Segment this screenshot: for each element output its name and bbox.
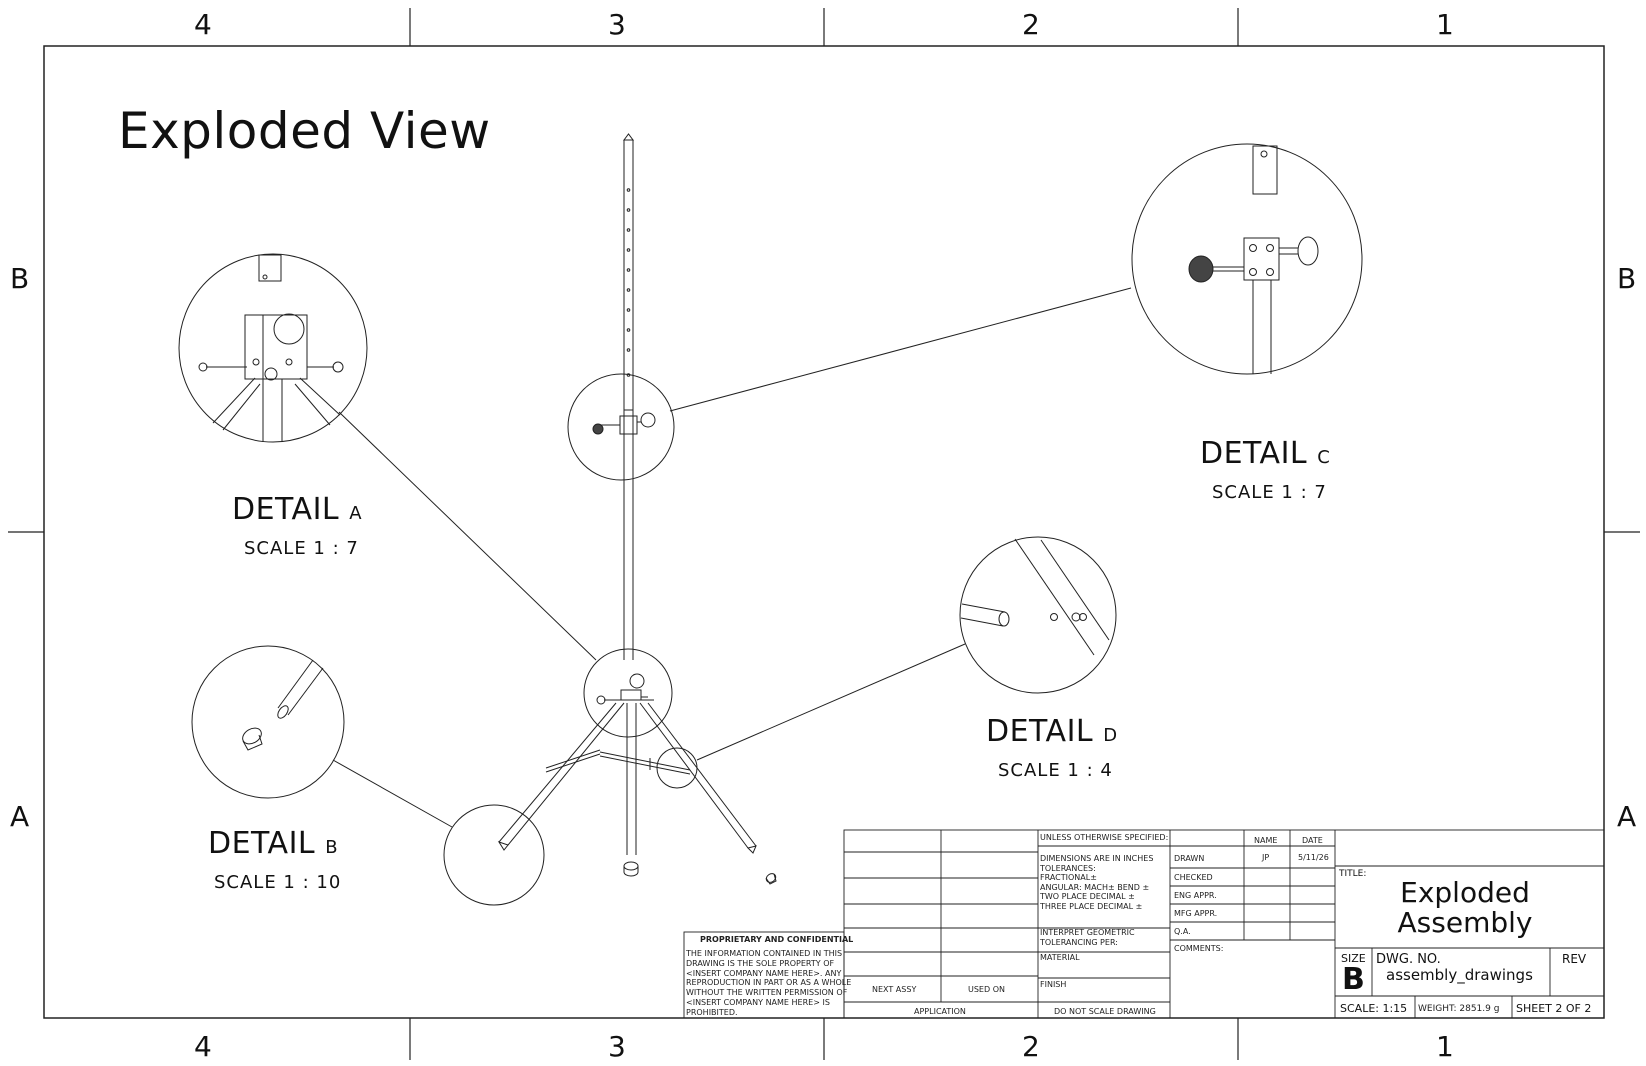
interpret-line: INTERPRET GEOMETRIC	[1040, 928, 1135, 937]
finish-label: FINISH	[1040, 980, 1067, 989]
name-header: NAME	[1254, 836, 1278, 845]
detail-a-letter: A	[349, 503, 363, 524]
sheet-value: SHEET 2 OF 2	[1516, 1002, 1592, 1015]
proprietary-line: THE INFORMATION CONTAINED IN THIS	[686, 949, 843, 958]
detail-c-scale: SCALE 1 : 7	[1212, 482, 1327, 503]
zone-label-top-1: 1	[1436, 8, 1454, 41]
title-block-grid	[683, 829, 1605, 1019]
eng-appr-label: ENG APPR.	[1174, 891, 1217, 900]
detail-d-letter: D	[1103, 725, 1118, 746]
material-label: MATERIAL	[1040, 953, 1080, 962]
zone-label-right-a: A	[1617, 800, 1637, 833]
detail-a-name: DETAIL	[232, 492, 340, 527]
detail-callout-circles	[443, 373, 698, 906]
leader-lines	[332, 287, 1132, 828]
proprietary-line: <INSERT COMPANY NAME HERE> IS	[686, 997, 830, 1007]
zone-label-left-b: B	[10, 262, 30, 295]
detail-a-scale: SCALE 1 : 7	[244, 538, 359, 559]
qa-label: Q.A.	[1174, 927, 1191, 936]
tolerance-line: TOLERANCES:	[1040, 863, 1096, 873]
size-value: B	[1342, 962, 1365, 997]
detail-d-scale: SCALE 1 : 4	[998, 760, 1113, 781]
tripod-assembly	[497, 133, 777, 885]
tolerance-line: DIMENSIONS ARE IN INCHES	[1040, 854, 1154, 863]
interpret-geometric-label: INTERPRET GEOMETRIC TOLERANCING PER:	[1040, 928, 1135, 947]
rev-label: REV	[1562, 952, 1587, 966]
checked-label: CHECKED	[1174, 873, 1213, 882]
interpret-line: TOLERANCING PER:	[1040, 937, 1118, 947]
proprietary-notice: THE INFORMATION CONTAINED IN THIS DRAWIN…	[686, 949, 851, 1018]
zone-label-left-a: A	[10, 800, 30, 833]
date-header: DATE	[1302, 836, 1323, 845]
title-label: TITLE:	[1339, 869, 1367, 879]
detail-c-letter: C	[1317, 447, 1331, 468]
proprietary-line: <INSERT COMPANY NAME HERE>. ANY	[686, 968, 842, 978]
drawing-title-line-2: Assembly	[1397, 906, 1533, 939]
detail-c-name: DETAIL	[1200, 436, 1308, 471]
zone-label-right-b: B	[1617, 262, 1637, 295]
proprietary-line: PROHIBITED.	[686, 1007, 738, 1017]
zone-label-top-3: 3	[608, 8, 626, 41]
unless-specified-label: UNLESS OTHERWISE SPECIFIED:	[1040, 833, 1169, 842]
tolerance-line: ANGULAR: MACH± BEND ±	[1040, 882, 1150, 892]
zone-label-top-2: 2	[1022, 8, 1040, 41]
comments-label: COMMENTS:	[1174, 944, 1224, 953]
detail-b-scale: SCALE 1 : 10	[214, 872, 342, 893]
size-label: SIZE	[1341, 952, 1366, 965]
used-on-label: USED ON	[968, 985, 1005, 994]
zone-label-bottom-4: 4	[194, 1030, 212, 1063]
detail-b-letter: B	[325, 837, 339, 858]
detail-b-name: DETAIL	[208, 826, 316, 861]
tolerance-line: TWO PLACE DECIMAL ±	[1040, 892, 1135, 901]
drawing-title: Exploded Assembly	[1380, 878, 1550, 938]
drawn-label: DRAWN	[1174, 854, 1205, 863]
tolerances-notes: DIMENSIONS ARE IN INCHES TOLERANCES: FRA…	[1040, 854, 1153, 911]
detail-b-view	[191, 645, 345, 799]
weight-value: WEIGHT: 2851.9 g	[1418, 1004, 1500, 1014]
detail-d-name: DETAIL	[986, 714, 1094, 749]
detail-b-label: DETAIL B	[208, 826, 338, 861]
drawn-name: JP	[1262, 853, 1270, 862]
application-label: APPLICATION	[914, 1007, 966, 1016]
tolerance-line: THREE PLACE DECIMAL ±	[1040, 901, 1143, 911]
proprietary-line: REPRODUCTION IN PART OR AS A WHOLE	[686, 978, 852, 988]
drawing-title-line-1: Exploded	[1400, 876, 1530, 909]
proprietary-line: DRAWING IS THE SOLE PROPERTY OF	[686, 958, 835, 968]
detail-c-label: DETAIL C	[1200, 436, 1330, 471]
detail-a-view	[178, 253, 368, 443]
mfg-appr-label: MFG APPR.	[1174, 909, 1218, 918]
detail-d-label: DETAIL D	[986, 714, 1118, 749]
view-title: Exploded View	[118, 102, 491, 160]
detail-a-label: DETAIL A	[232, 492, 362, 527]
detail-d-view	[959, 536, 1117, 694]
dwg-no-value: assembly_drawings	[1386, 966, 1533, 984]
next-assy-label: NEXT ASSY	[872, 985, 917, 994]
drawn-date: 5/11/26	[1298, 853, 1329, 862]
zone-label-bottom-3: 3	[608, 1030, 626, 1063]
zone-label-bottom-1: 1	[1436, 1030, 1454, 1063]
tolerance-line: FRACTIONAL±	[1040, 873, 1097, 882]
detail-c-view	[1131, 143, 1363, 375]
scale-value: SCALE: 1:15	[1340, 1002, 1408, 1015]
dwg-no-label: DWG. NO.	[1376, 952, 1441, 967]
do-not-scale-label: DO NOT SCALE DRAWING	[1054, 1007, 1156, 1016]
proprietary-heading: PROPRIETARY AND CONFIDENTIAL	[700, 935, 854, 944]
proprietary-line: WITHOUT THE WRITTEN PERMISSION OF	[686, 988, 848, 998]
zone-label-top-4: 4	[194, 8, 212, 41]
zone-label-bottom-2: 2	[1022, 1030, 1040, 1063]
